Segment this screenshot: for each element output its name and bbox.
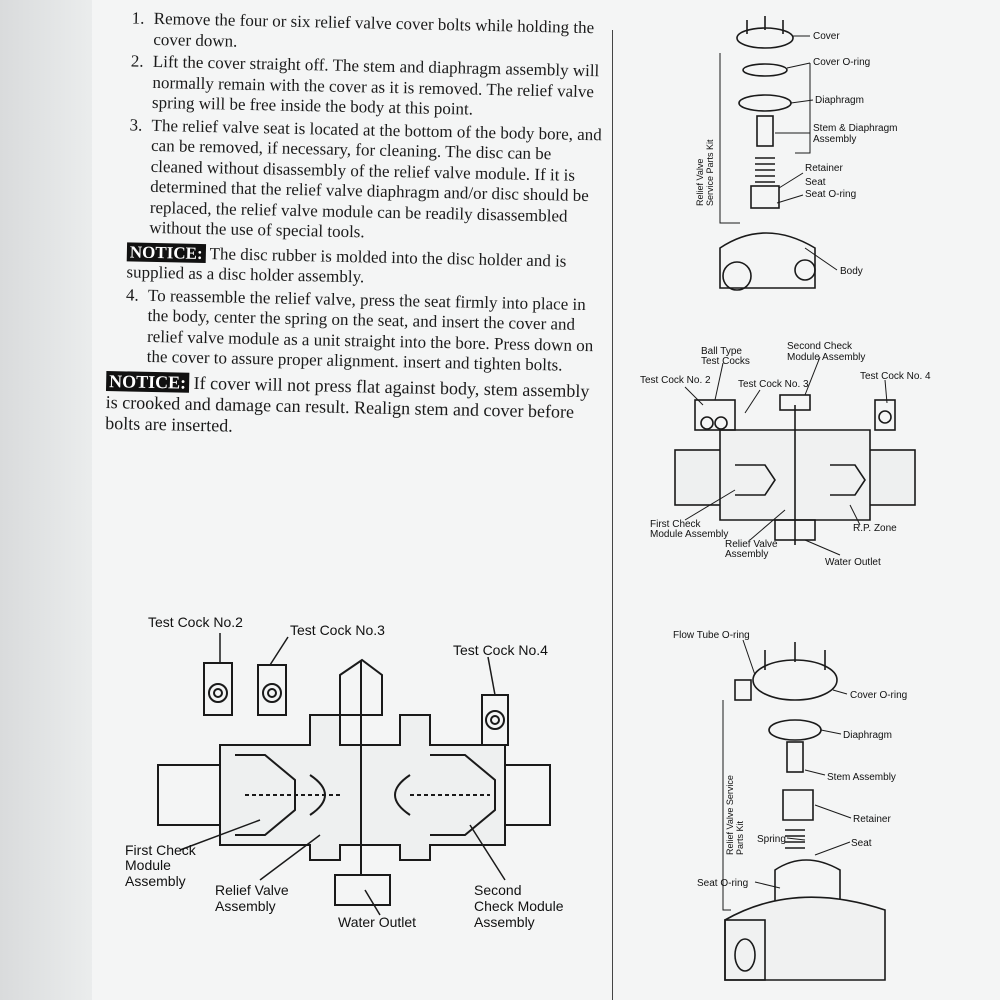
label-second-check-2: Module Assembly <box>787 352 865 363</box>
step-4-text: To reassemble the relief valve, press th… <box>146 285 594 375</box>
leader-lines <box>179 633 506 916</box>
label-seat: Seat <box>805 177 826 188</box>
label-test-cock-4: Test Cock No.4 <box>453 642 548 658</box>
column-divider <box>612 30 613 1000</box>
notice-1-label: NOTICE: <box>126 241 206 263</box>
kit-leaders <box>722 639 852 911</box>
relief-valve-kit-diagram: Flow Tube O-ring Cover O-ring Diaphragm … <box>673 630 907 981</box>
label-tc4: Test Cock No. 4 <box>860 371 931 382</box>
label-test-cock-2: Test Cock No.2 <box>148 614 243 630</box>
valve-body-drawing <box>157 658 551 906</box>
label-second-check-2: Check Module <box>474 898 564 914</box>
label-ball-type-1: Ball Type <box>701 346 742 357</box>
label-cover-oring: Cover O-ring <box>813 57 870 68</box>
label-first-check-2: Module <box>125 857 171 873</box>
rp-leaders <box>684 356 888 556</box>
label-retainer: Retainer <box>853 814 891 825</box>
notice-1: NOTICE: The disc rubber is molded into t… <box>126 241 605 293</box>
label-relief-1: Relief Valve <box>725 539 778 550</box>
label-stem-1: Stem & Diaphragm <box>813 123 897 134</box>
label-diaphragm: Diaphragm <box>815 95 864 106</box>
exploded-parts <box>719 16 816 291</box>
label-stem-2: Assembly <box>813 134 856 145</box>
label-second-check-3: Assembly <box>474 914 535 930</box>
label-first-check-3: Assembly <box>125 873 186 889</box>
label-kit-2: Parts Kit <box>735 820 745 855</box>
label-tc3: Test Cock No. 3 <box>738 379 809 390</box>
instructions-column: 1.Remove the four or six relief valve co… <box>101 8 610 446</box>
kit-parts <box>724 642 886 981</box>
valve-cutaway-diagram: Test Cock No.2 Test Cock No.3 Test Cock … <box>125 614 564 930</box>
step-3: 3.The relief valve seat is located at th… <box>129 114 603 242</box>
label-flow-tube: Flow Tube O-ring <box>673 630 750 641</box>
rp-assembly-cutaway-diagram: Ball Type Test Cocks Second Check Module… <box>640 341 931 568</box>
step-4: 4.To reassemble the relief valve, press … <box>125 284 594 375</box>
notice-2: NOTICE: If cover will not press flat aga… <box>105 370 602 444</box>
label-water-outlet: Water Outlet <box>825 557 881 568</box>
page-edge-shadow <box>0 0 110 1000</box>
step-2-text: Lift the cover straight off. The stem an… <box>151 51 600 119</box>
label-water-outlet: Water Outlet <box>338 914 416 930</box>
label-first-check-1: First Check <box>650 519 702 530</box>
label-second-check-1: Second Check <box>787 341 853 352</box>
label-tc2: Test Cock No. 2 <box>640 375 711 386</box>
label-kit-1: Relief Valve Service <box>725 775 735 855</box>
label-relief-2: Assembly <box>725 549 768 560</box>
label-relief-valve-2: Assembly <box>215 898 276 914</box>
label-seat-oring: Seat O-ring <box>697 878 748 889</box>
label-ball-type-2: Test Cocks <box>701 356 750 367</box>
exploded-leaders <box>719 35 838 271</box>
step-3-text: The relief valve seat is located at the … <box>149 115 603 242</box>
label-rp-zone: R.P. Zone <box>853 523 897 534</box>
label-test-cock-3: Test Cock No.3 <box>290 622 385 638</box>
rp-body-drawing <box>674 394 916 545</box>
label-diaphragm: Diaphragm <box>843 730 892 741</box>
label-kit-2: Service Parts Kit <box>705 139 715 206</box>
notice-2-label: NOTICE: <box>105 370 190 393</box>
label-kit-1: Relief Valve <box>695 159 705 206</box>
label-cover: Cover <box>813 31 840 42</box>
label-body: Body <box>840 266 863 277</box>
label-cover-oring: Cover O-ring <box>850 690 907 701</box>
label-spring: Spring <box>757 834 786 845</box>
relief-valve-exploded-diagram: Cover Cover O-ring Diaphragm Stem & Diap… <box>695 16 897 291</box>
label-retainer: Retainer <box>805 163 843 174</box>
label-first-check-1: First Check <box>125 842 197 858</box>
label-seat: Seat <box>851 838 872 849</box>
label-seat-oring: Seat O-ring <box>805 189 856 200</box>
label-relief-valve-1: Relief Valve <box>215 882 289 898</box>
step-2: 2.Lift the cover straight off. The stem … <box>130 51 600 119</box>
label-second-check-1: Second <box>474 882 521 898</box>
label-first-check-2: Module Assembly <box>650 529 728 540</box>
label-stem: Stem Assembly <box>827 772 896 783</box>
